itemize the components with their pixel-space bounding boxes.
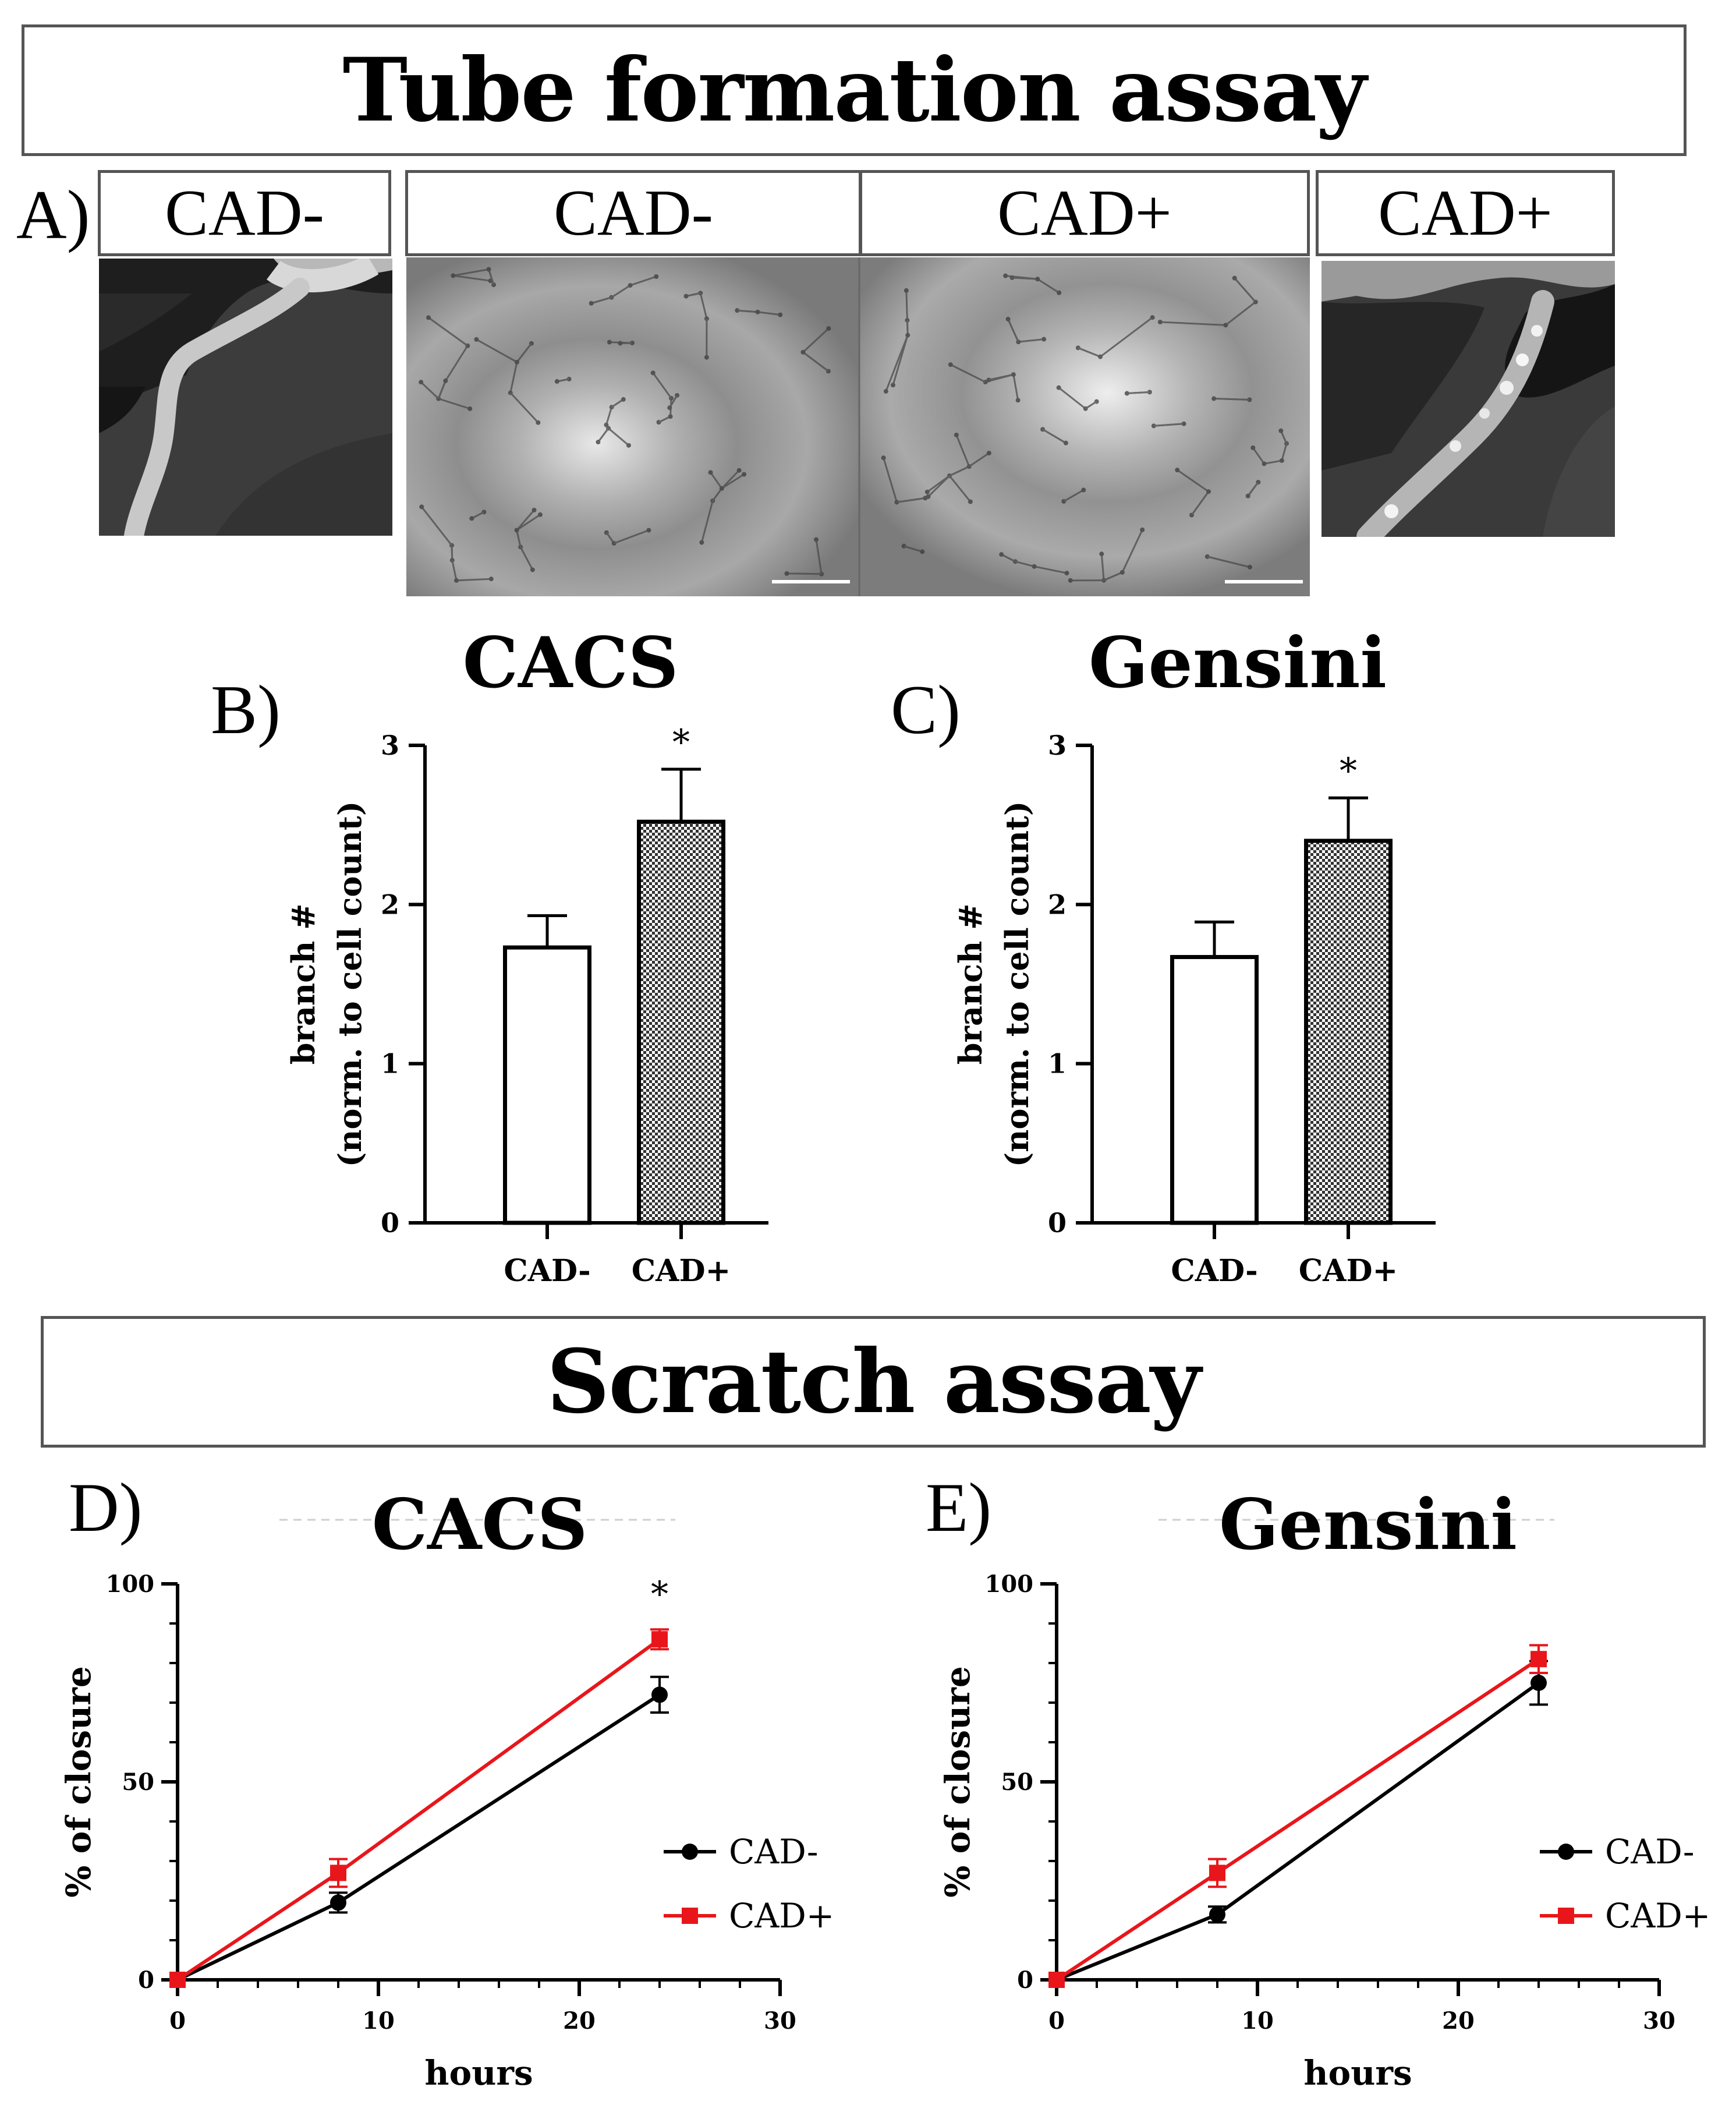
- scratch-assay-title: Scratch assay: [41, 1316, 1706, 1448]
- x-tick-label: CAD+: [1299, 1253, 1398, 1289]
- tube-formation-title: Tube formation assay: [22, 24, 1687, 156]
- y-axis-label: branch #: [285, 904, 322, 1065]
- ct-right-caption: CAD+: [1316, 170, 1615, 256]
- micro-right-label: CAD+: [997, 176, 1172, 249]
- significance-star: *: [672, 722, 690, 763]
- x-tick-label: 10: [1241, 2007, 1274, 2035]
- legend-marker: [1558, 1908, 1574, 1924]
- y-axis-label: % of closure: [938, 1666, 977, 1897]
- bar-CAD+: [637, 819, 725, 1225]
- x-tick-label: CAD-: [504, 1253, 590, 1289]
- data-point-cad-plus: [651, 1631, 668, 1648]
- panel-c-letter: C): [891, 671, 961, 748]
- x-tick-label: 10: [362, 2007, 395, 2035]
- scale-bar-right: [1225, 580, 1303, 583]
- data-point-cad-plus: [1048, 1972, 1065, 1988]
- y-tick-label: 1: [1048, 1048, 1067, 1080]
- x-tick-label: 20: [1442, 2007, 1475, 2035]
- y-tick-label: 1: [381, 1048, 399, 1080]
- panel-a-letter: A): [16, 176, 90, 253]
- y-tick-label: 0: [138, 1966, 154, 1994]
- x-tick-label: 20: [563, 2007, 596, 2035]
- legend-marker: [1558, 1844, 1574, 1860]
- ct-left-caption: CAD-: [98, 170, 391, 256]
- x-tick-label: 0: [1048, 2007, 1065, 2035]
- y-tick-label: 50: [1001, 1768, 1033, 1796]
- ct-right-image: [1322, 261, 1615, 537]
- significance-star: *: [651, 1574, 668, 1615]
- data-point-cad-plus: [169, 1972, 186, 1988]
- data-point-cad-plus: [1530, 1651, 1547, 1668]
- y-tick-label: 100: [106, 1570, 155, 1598]
- y-axis-label-2: (norm. to cell count): [331, 801, 369, 1168]
- panel-d-letter: D): [69, 1469, 143, 1546]
- data-point-cad-minus: [651, 1686, 668, 1703]
- panel-e-letter: E): [926, 1469, 992, 1546]
- y-tick-label: 100: [985, 1570, 1034, 1598]
- series-line-CAD+: [1055, 1657, 1540, 1982]
- chart-title: Gensini: [1089, 623, 1387, 704]
- chart-c-gensini-bar: Gensini branch #(norm. to cell count) 0 1 2 3…: [952, 623, 1436, 1289]
- data-point-cad-minus: [1209, 1906, 1225, 1923]
- y-tick-label: 0: [1017, 1966, 1033, 1994]
- series-line-CAD-: [176, 1693, 661, 1982]
- x-tick-label: 30: [1643, 2007, 1675, 2035]
- micro-right-caption: CAD+: [859, 170, 1310, 256]
- scale-bar-left: [772, 580, 850, 583]
- bar-CAD+: [1304, 839, 1393, 1225]
- series-line-CAD-: [1055, 1681, 1540, 1982]
- chart-title: CACS: [463, 623, 679, 704]
- x-axis-label: hours: [1303, 2053, 1412, 2093]
- data-point-cad-plus: [330, 1865, 346, 1881]
- legend-marker: [682, 1908, 698, 1924]
- x-tick-label: 0: [169, 2007, 186, 2035]
- x-axis-label: hours: [424, 2053, 533, 2093]
- y-tick-label: 50: [122, 1768, 154, 1796]
- legend-marker: [682, 1844, 698, 1860]
- y-tick-label: 0: [381, 1207, 399, 1239]
- chart-title: Gensini: [1219, 1484, 1517, 1566]
- scratch-assay-title-text: Scratch assay: [546, 1331, 1201, 1433]
- bar-CAD-: [503, 945, 591, 1225]
- data-point-cad-plus: [1209, 1865, 1225, 1881]
- data-point-cad-minus: [1530, 1675, 1547, 1691]
- y-tick-label: 0: [1048, 1207, 1067, 1239]
- y-tick-label: 2: [1048, 889, 1067, 920]
- ct-left-label: CAD-: [165, 176, 324, 249]
- bar-CAD-: [1170, 955, 1259, 1225]
- chart-d-cacs-line: CACS 0 50 100 0 10 20 30 hours % of closure * CAD- C…: [59, 1484, 834, 2093]
- micro-left-caption: CAD-: [405, 170, 862, 256]
- legend-label: CAD-: [1605, 1832, 1694, 1872]
- x-tick-label: 30: [764, 2007, 796, 2035]
- panel-b-letter: B): [211, 671, 281, 748]
- ct-left-image: [99, 259, 392, 536]
- y-tick-label: 3: [1048, 730, 1067, 761]
- legend-label: CAD+: [729, 1896, 834, 1936]
- legend-label: CAD-: [729, 1832, 818, 1872]
- micro-left-label: CAD-: [554, 176, 713, 249]
- x-tick-label: CAD-: [1171, 1253, 1257, 1289]
- significance-star: *: [1340, 751, 1357, 791]
- microscopy-image: [406, 257, 1310, 596]
- y-axis-label: % of closure: [59, 1666, 98, 1897]
- y-axis-label: branch #: [952, 904, 989, 1065]
- y-tick-label: 3: [381, 730, 399, 761]
- y-tick-label: 2: [381, 889, 399, 920]
- tube-formation-title-text: Tube formation assay: [342, 39, 1367, 141]
- legend-label: CAD+: [1605, 1896, 1710, 1936]
- chart-title: CACS: [372, 1484, 588, 1566]
- series-line-CAD+: [176, 1637, 661, 1982]
- y-axis-label-2: (norm. to cell count): [998, 801, 1036, 1168]
- data-point-cad-minus: [330, 1894, 346, 1911]
- x-tick-label: CAD+: [632, 1253, 731, 1289]
- ct-right-label: CAD+: [1378, 176, 1553, 249]
- chart-b-cacs-bar: CACS branch #(norm. to cell count) 0 1 2 3CAD…: [285, 623, 768, 1289]
